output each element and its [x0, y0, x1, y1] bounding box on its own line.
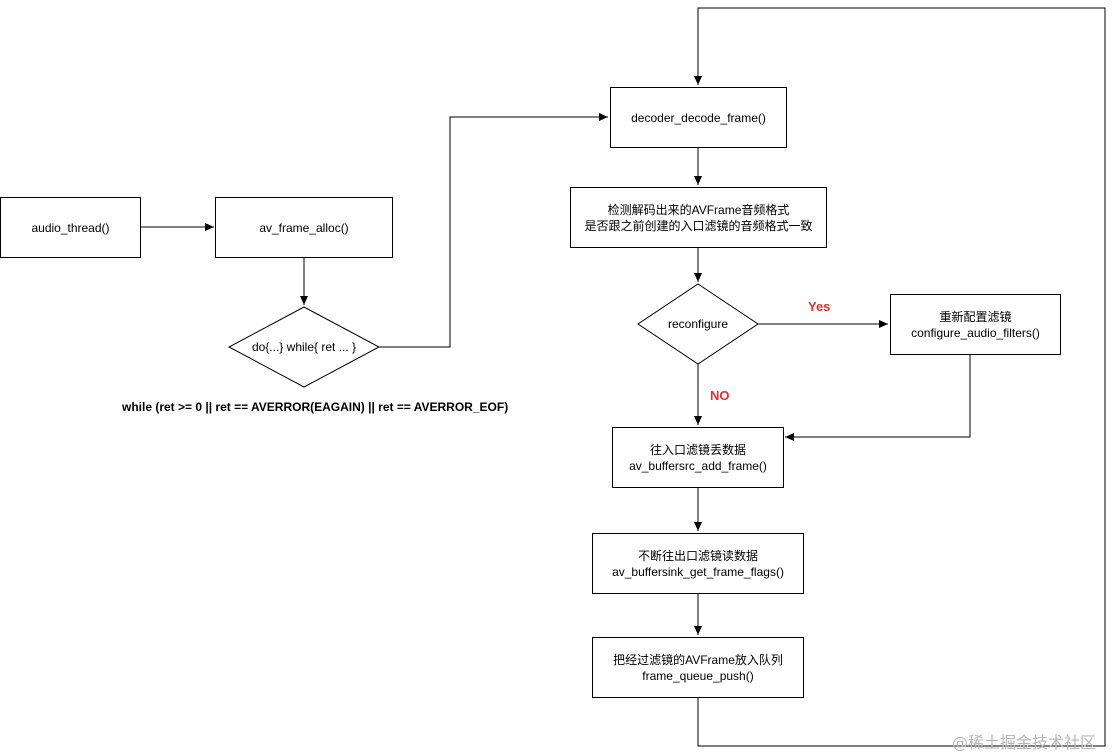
buffersink-line2: av_buffersink_get_frame_flags()	[612, 564, 784, 579]
buffersink-line1: 不断往出口滤镜读数据	[637, 548, 758, 563]
edge-configure-to-buffersrc	[785, 354, 971, 441]
decoder-decode-frame-node: decoder_decode_frame()	[610, 87, 787, 148]
while-condition-note: while (ret >= 0 || ret == AVERROR(EAGAIN…	[122, 400, 508, 414]
buffersrc-node: 往入口滤镜丢数据 av_buffersrc_add_frame()	[612, 427, 784, 488]
queue-push-line1: 把经过滤镜的AVFrame放入队列	[613, 652, 783, 667]
configure-filters-line1: 重新配置滤镜	[939, 309, 1012, 324]
yes-label-text: Yes	[808, 299, 831, 314]
buffersrc-line2: av_buffersrc_add_frame()	[629, 458, 767, 473]
queue-push-node: 把经过滤镜的AVFrame放入队列 frame_queue_push()	[592, 637, 804, 698]
reconfigure-label: reconfigure	[667, 317, 729, 331]
check-format-line2: 是否跟之前创建的入口滤镜的音频格式一致	[584, 218, 813, 233]
watermark-text: @稀土掘金技术社区	[952, 733, 1097, 752]
while-condition-text: while (ret >= 0 || ret == AVERROR(EAGAIN…	[122, 400, 509, 414]
edge-do-while-to-decoder	[379, 113, 608, 348]
buffersrc-line1: 往入口滤镜丢数据	[649, 442, 746, 457]
edge-loop-back-to-decoder	[694, 7, 1106, 747]
no-label: NO	[710, 388, 730, 403]
yes-label: Yes	[808, 299, 830, 314]
do-while-diamond	[227, 306, 381, 388]
check-format-node: 检测解码出来的AVFrame音频格式 是否跟之前创建的入口滤镜的音频格式一致	[570, 187, 827, 248]
reconfigure-label-box: reconfigure	[638, 314, 758, 334]
configure-filters-node: 重新配置滤镜 configure_audio_filters()	[890, 294, 1061, 355]
buffersink-node: 不断往出口滤镜读数据 av_buffersink_get_frame_flags…	[592, 533, 804, 594]
no-label-text: NO	[710, 388, 730, 403]
do-while-label: do{...} while{ ret ... }	[251, 340, 357, 354]
audio-thread-node: audio_thread()	[0, 197, 141, 258]
queue-push-line2: frame_queue_push()	[642, 668, 754, 683]
av-frame-alloc-node: av_frame_alloc()	[215, 197, 393, 258]
audio-thread-label: audio_thread()	[31, 220, 110, 235]
decoder-decode-frame-label: decoder_decode_frame()	[631, 110, 766, 125]
watermark: @稀土掘金技术社区	[952, 729, 1096, 753]
check-format-line1: 检测解码出来的AVFrame音频格式	[607, 202, 790, 217]
av-frame-alloc-label: av_frame_alloc()	[259, 220, 349, 235]
do-while-label-box: do{...} while{ ret ... }	[229, 337, 379, 357]
configure-filters-line2: configure_audio_filters()	[911, 325, 1040, 340]
